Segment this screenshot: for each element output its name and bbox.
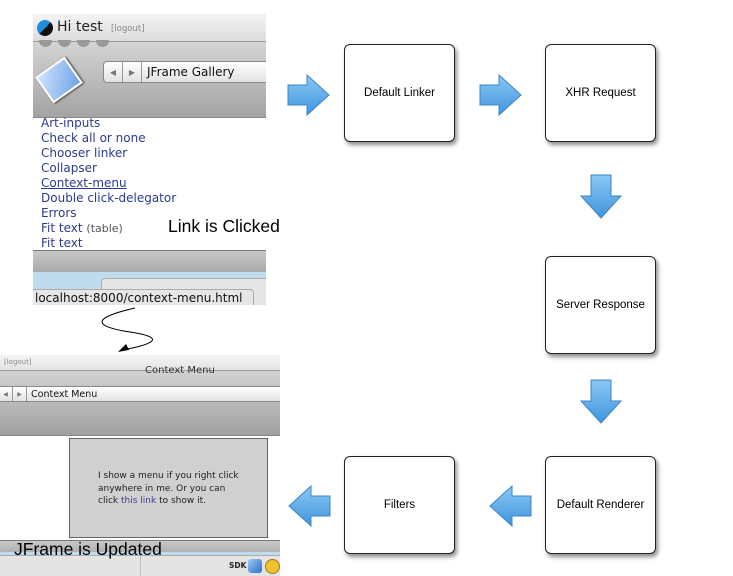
- top-screenshot: Hi test [logout] ◀ ▶ JFrame Gallery Art-…: [33, 14, 266, 305]
- gallery-app-icon: [35, 56, 83, 104]
- header-bar: [logout]: [0, 355, 280, 371]
- close-window-icon[interactable]: [39, 40, 52, 47]
- arrow-left-icon: [288, 485, 331, 527]
- footer-bar: [33, 250, 266, 272]
- minimize-window-icon[interactable]: [58, 40, 71, 47]
- connector-arrow: [101, 307, 154, 352]
- nav-title: JFrame Gallery: [147, 65, 235, 79]
- arrow-right-icon: [287, 74, 330, 116]
- link-item[interactable]: Fit text (table): [41, 221, 123, 235]
- window-title: Context Menu: [145, 365, 215, 376]
- caption-link-clicked: Link is Clicked: [168, 216, 280, 236]
- back-button[interactable]: ◀: [104, 62, 123, 82]
- step-filters: Filters: [344, 456, 455, 554]
- link-item[interactable]: Art-inputs: [41, 116, 101, 130]
- resize-window-icon[interactable]: [96, 40, 109, 47]
- bottom-screenshot: [logout] Context Menu ◀ ▶ Context Menu I…: [0, 355, 280, 576]
- dock-bar: SDK: [0, 555, 280, 576]
- link-item[interactable]: Errors: [41, 206, 77, 220]
- step-default-renderer: Default Renderer: [545, 456, 656, 554]
- arrow-left-icon: [489, 485, 532, 527]
- info-window-icon[interactable]: [77, 40, 90, 47]
- toolbar: ◀ ▶ JFrame Gallery: [33, 40, 266, 118]
- step-server-response: Server Response: [545, 256, 656, 354]
- link-item[interactable]: Chooser linker: [41, 146, 128, 160]
- browser-tab-area: [0, 552, 280, 556]
- link-item[interactable]: Fit text: [41, 236, 83, 250]
- toolbar: Context Menu ◀ ▶ Context Menu: [0, 365, 280, 436]
- link-item[interactable]: Check all or none: [41, 131, 146, 145]
- sdk-label[interactable]: SDK: [229, 561, 247, 570]
- arrow-down-icon: [580, 379, 622, 424]
- header-bar: Hi test [logout]: [33, 14, 266, 42]
- firebug-icon[interactable]: [265, 559, 280, 574]
- arrow-down-icon: [580, 174, 622, 219]
- nav-bar: ◀ ▶ Context Menu: [0, 386, 280, 402]
- step-default-linker: Default Linker: [344, 44, 455, 142]
- logout-link[interactable]: [logout]: [111, 24, 145, 34]
- show-menu-link[interactable]: this link: [120, 496, 157, 506]
- status-url: localhost:8000/context-menu.html: [35, 291, 243, 305]
- caption-jframe-updated: JFrame is Updated: [14, 539, 162, 559]
- forward-button[interactable]: ▶: [123, 62, 142, 82]
- nav-bar: ◀ ▶ JFrame Gallery: [103, 61, 266, 83]
- window-buttons: [39, 40, 109, 47]
- greeting: Hi test: [57, 19, 103, 35]
- status-bar: localhost:8000/context-menu.html: [33, 289, 254, 305]
- nav-title: Context Menu: [31, 388, 98, 400]
- link-item[interactable]: Collapser: [41, 161, 97, 175]
- safari-icon[interactable]: [248, 559, 262, 573]
- forward-button[interactable]: ▶: [13, 387, 27, 401]
- link-list: Art-inputs Check all or none Chooser lin…: [41, 116, 176, 251]
- link-item-context-menu[interactable]: Context-menu: [41, 176, 127, 190]
- link-item[interactable]: Double click-delegator: [41, 191, 177, 205]
- arrow-right-icon: [479, 74, 522, 116]
- back-button[interactable]: ◀: [0, 387, 13, 401]
- step-xhr-request: XHR Request: [545, 44, 656, 142]
- context-menu-panel[interactable]: I show a menu if you right click anywher…: [69, 438, 268, 538]
- logo-icon: [37, 20, 53, 36]
- logout-link[interactable]: [logout]: [4, 358, 32, 366]
